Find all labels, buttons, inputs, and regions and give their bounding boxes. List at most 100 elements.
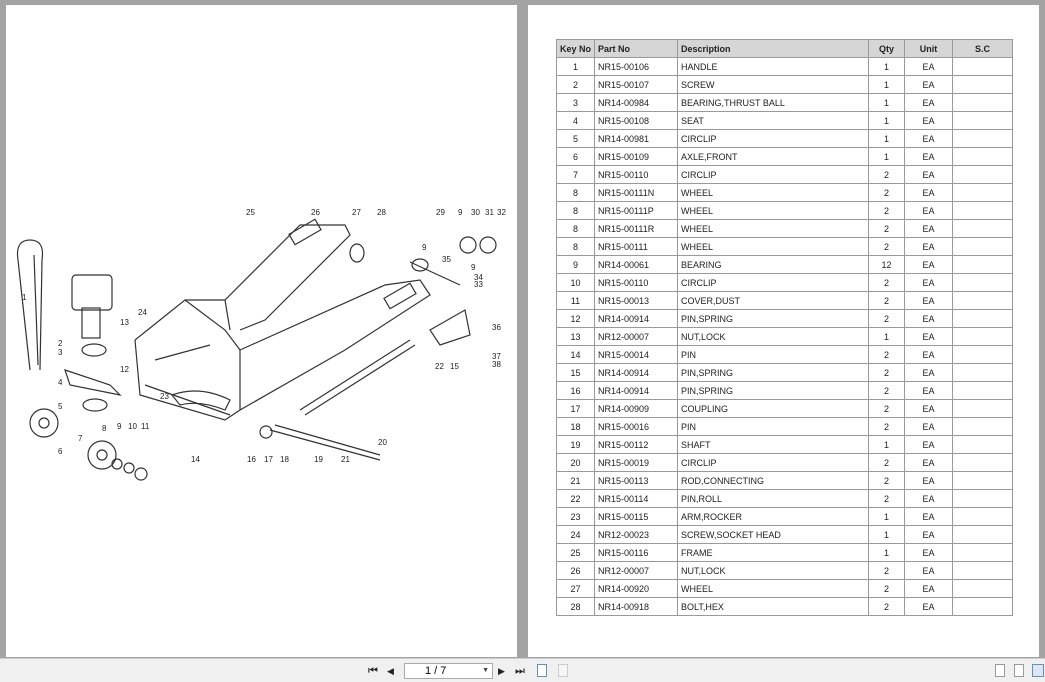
cell-qty: 1 — [868, 435, 906, 454]
cell-description: PIN,ROLL — [677, 489, 870, 508]
cell-key-no: 15 — [555, 363, 596, 382]
callout-label: 27 — [352, 208, 361, 217]
cell-description: COVER,DUST — [677, 291, 870, 310]
cell-qty: 2 — [868, 597, 906, 616]
pdf-viewer-toolbar: ⏮ ◀ 1 / 7▼ ▶ ⏭ — [0, 658, 1045, 682]
cell-part-no: NR15-00113 — [594, 471, 679, 490]
callout-label: 15 — [450, 362, 459, 371]
page-number-select[interactable]: 1 / 7▼ — [404, 663, 493, 679]
cell-part-no: NR15-00106 — [594, 57, 679, 76]
chevron-down-icon: ▼ — [482, 667, 489, 674]
cell-unit: EA — [904, 453, 954, 472]
callout-label: 22 — [435, 362, 444, 371]
cell-sc — [952, 183, 1014, 202]
cell-qty: 2 — [868, 291, 906, 310]
cell-key-no: 21 — [555, 471, 596, 490]
cell-description: WHEEL — [677, 579, 870, 598]
continuous-view-icon[interactable] — [1014, 664, 1024, 677]
cell-part-no: NR15-00109 — [594, 147, 679, 166]
callout-label: 8 — [102, 424, 107, 433]
first-page-button[interactable]: ⏮ — [368, 665, 378, 677]
callout-label: 1 — [22, 293, 27, 302]
cell-key-no: 2 — [555, 75, 596, 94]
callout-label: 19 — [314, 455, 323, 464]
callout-label: 23 — [160, 392, 169, 401]
cell-qty: 1 — [868, 543, 906, 562]
cell-description: WHEEL — [677, 237, 870, 256]
cell-sc — [952, 561, 1014, 580]
callout-label: 30 — [471, 208, 480, 217]
cell-sc — [952, 291, 1014, 310]
cell-description: BEARING,THRUST BALL — [677, 93, 870, 112]
cell-key-no: 7 — [555, 165, 596, 184]
two-page-view-icon[interactable] — [1032, 664, 1044, 677]
cell-key-no: 19 — [555, 435, 596, 454]
cell-key-no: 22 — [555, 489, 596, 508]
next-page-button[interactable]: ▶ — [498, 666, 505, 676]
cell-description: PIN — [677, 417, 870, 436]
cell-sc — [952, 399, 1014, 418]
callout-label: 13 — [120, 318, 129, 327]
cell-qty: 1 — [868, 75, 906, 94]
cell-part-no: NR14-00061 — [594, 255, 679, 274]
cell-part-no: NR15-00116 — [594, 543, 679, 562]
cell-unit: EA — [904, 471, 954, 490]
cell-part-no: NR15-00111R — [594, 219, 679, 238]
cell-description: SCREW,SOCKET HEAD — [677, 525, 870, 544]
last-page-button[interactable]: ⏭ — [515, 665, 525, 677]
cell-qty: 2 — [868, 309, 906, 328]
cell-sc — [952, 273, 1014, 292]
cell-sc — [952, 579, 1014, 598]
cell-unit: EA — [904, 435, 954, 454]
cell-part-no: NR15-00013 — [594, 291, 679, 310]
cell-part-no: NR15-00115 — [594, 507, 679, 526]
callout-label: 11 — [141, 422, 150, 431]
rotate-icon[interactable] — [537, 664, 547, 677]
single-page-view-icon[interactable] — [995, 664, 1005, 677]
cell-sc — [952, 255, 1014, 274]
cell-key-no: 16 — [555, 381, 596, 400]
cell-part-no: NR15-00111 — [594, 237, 679, 256]
cell-qty: 2 — [868, 345, 906, 364]
callout-label: 7 — [78, 434, 83, 443]
cell-qty: 2 — [868, 183, 906, 202]
cell-sc — [952, 327, 1014, 346]
truck-drawing — [16, 218, 497, 481]
cell-unit: EA — [904, 363, 954, 382]
cell-sc — [952, 435, 1014, 454]
cell-key-no: 26 — [555, 561, 596, 580]
cell-sc — [952, 417, 1014, 436]
cell-unit: EA — [904, 417, 954, 436]
cell-description: NUT,LOCK — [677, 327, 870, 346]
callout-label: 14 — [191, 455, 200, 464]
copy-icon[interactable] — [558, 664, 568, 677]
cell-sc — [952, 453, 1014, 472]
prev-page-button[interactable]: ◀ — [387, 666, 394, 676]
cell-sc — [952, 345, 1014, 364]
cell-description: PIN,SPRING — [677, 309, 870, 328]
cell-key-no: 11 — [555, 291, 596, 310]
cell-description: ROD,CONNECTING — [677, 471, 870, 490]
callout-label: 26 — [311, 208, 320, 217]
cell-part-no: NR14-00914 — [594, 381, 679, 400]
cell-description: COUPLING — [677, 399, 870, 418]
cell-key-no: 3 — [555, 93, 596, 112]
cell-sc — [952, 489, 1014, 508]
callout-label: 34 — [474, 273, 483, 282]
cell-sc — [952, 381, 1014, 400]
callout-label: 32 — [497, 208, 506, 217]
cell-description: WHEEL — [677, 201, 870, 220]
callout-label: 3 — [58, 348, 63, 357]
cell-qty: 1 — [868, 111, 906, 130]
